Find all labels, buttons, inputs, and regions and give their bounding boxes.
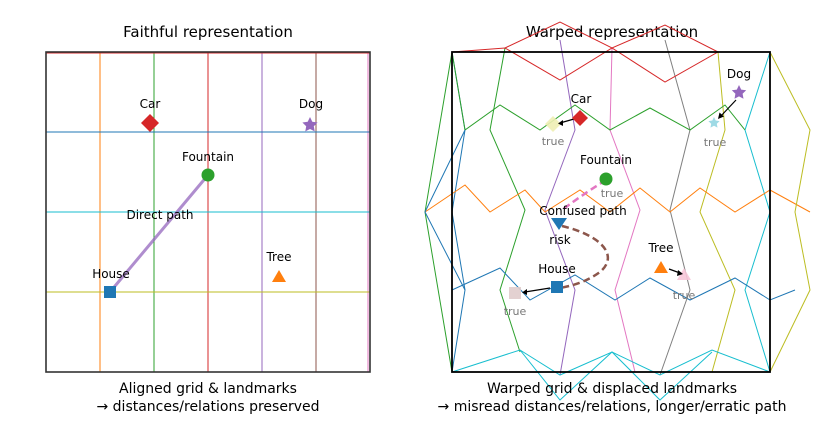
right-panel-title: Warped representation: [526, 23, 698, 41]
fountain-warped-marker: [599, 172, 613, 186]
dog-star-icon: [302, 117, 318, 132]
confused-path-label: Confused path: [539, 204, 627, 218]
house-marker: [104, 286, 116, 298]
left-frame: [45, 51, 371, 373]
tree-triangle-icon: [272, 270, 286, 282]
dog-arrow-head-icon: [718, 112, 724, 119]
right-panel: Warped representation Confused: [424, 21, 811, 415]
house-label: House: [92, 267, 130, 281]
car-label: Car: [140, 97, 161, 111]
car-marker: [141, 114, 159, 132]
house-arrow-head-icon: [522, 289, 527, 295]
car-true-label: true: [542, 135, 565, 148]
warped-dog-label: Dog: [727, 67, 751, 81]
right-frame: [451, 51, 771, 373]
tree-true-triangle-icon: [677, 268, 691, 280]
house-warped-marker: [551, 281, 563, 293]
dog-displacement-arrow: [719, 99, 737, 118]
car-arrow-head-icon: [558, 120, 563, 126]
tree-label: Tree: [265, 250, 291, 264]
right-caption-line2: → misread distances/relations, longer/er…: [438, 399, 787, 415]
risk-label: risk: [549, 233, 571, 247]
dog-true-label: true: [704, 136, 727, 149]
car-warped-marker: [572, 110, 588, 126]
tree-arrow-head-icon: [677, 270, 683, 276]
warped-house-label: House: [538, 262, 576, 276]
right-caption-line1: Warped grid & displaced landmarks: [487, 381, 737, 397]
warped-tree-label: Tree: [647, 241, 673, 255]
house-true-marker: [509, 287, 521, 299]
direct-path-label: Direct path: [126, 208, 193, 222]
risk-marker-icon: [551, 218, 567, 230]
fountain-true-label: true: [601, 187, 624, 200]
dog-true-star-icon: [708, 117, 720, 128]
dog-warped-star-icon: [731, 85, 747, 99]
fountain-label: Fountain: [182, 150, 234, 164]
car-true-marker: [545, 116, 561, 132]
warped-fountain-label: Fountain: [580, 153, 632, 167]
left-caption-line1: Aligned grid & landmarks: [119, 381, 297, 397]
confused-path-segment-2: [559, 224, 610, 290]
warped-car-label: Car: [571, 92, 592, 106]
direct-path-line: [108, 174, 210, 293]
house-true-label: true: [504, 305, 527, 318]
left-caption-line2: → distances/relations preserved: [96, 399, 319, 415]
left-grid: [46, 52, 370, 372]
dog-label: Dog: [299, 97, 323, 111]
left-panel-title: Faithful representation: [123, 23, 293, 41]
tree-warped-triangle-icon: [654, 261, 668, 273]
fountain-marker: [201, 168, 215, 182]
house-displacement-arrow: [524, 287, 551, 293]
tree-true-label: true: [673, 289, 696, 302]
left-panel: Faithful representation Direct path Car …: [45, 23, 371, 415]
